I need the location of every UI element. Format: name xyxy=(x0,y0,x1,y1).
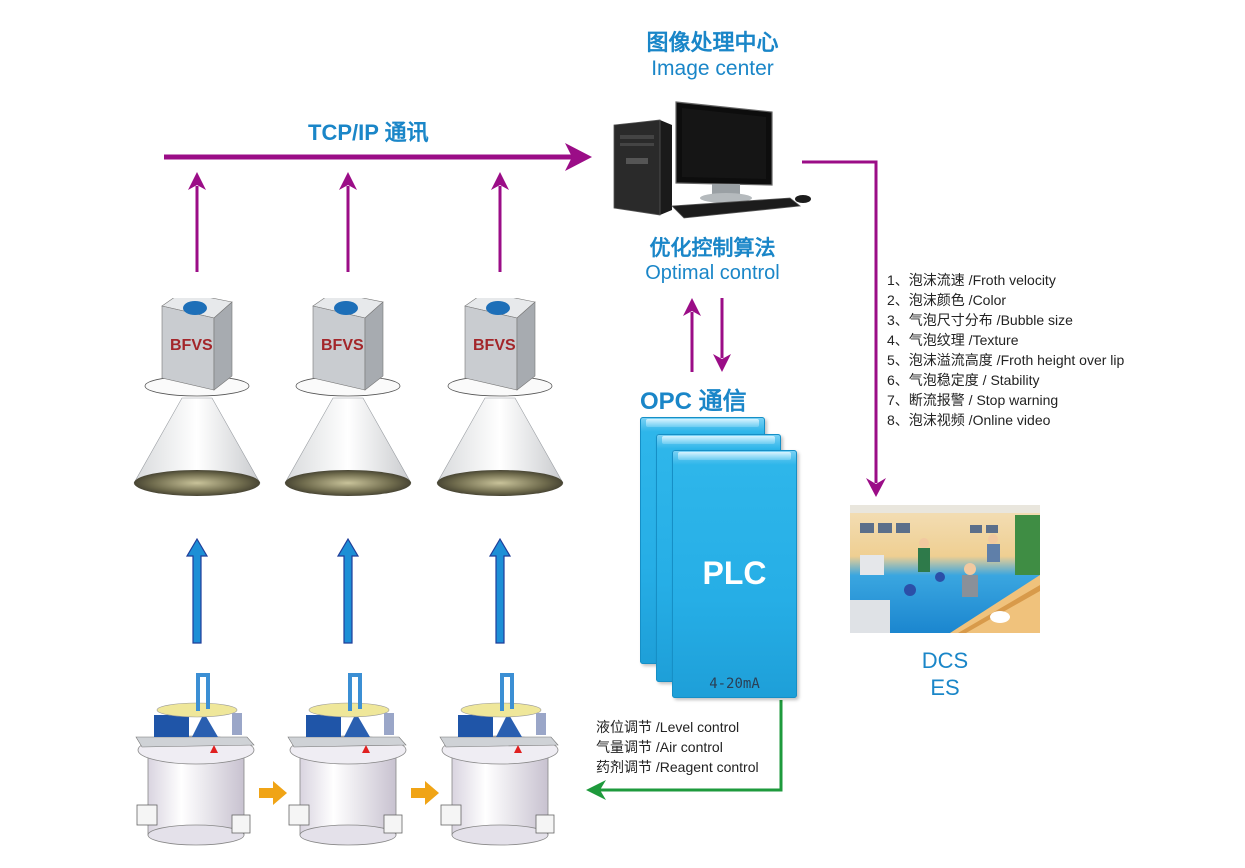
flotation-cell-illustration xyxy=(287,673,407,846)
camera-illustration: BFVS xyxy=(133,298,261,496)
flotation-cell-illustration xyxy=(135,673,255,846)
feature-item: 8、泡沫视频 /Online video xyxy=(887,412,1051,428)
cell-uplink-arrow-2 xyxy=(336,537,360,644)
feature-item: 6、气泡稳定度 / Stability xyxy=(887,372,1040,388)
camera-uplink-arrow-3 xyxy=(491,172,509,272)
opc-down-arrow xyxy=(713,298,731,372)
control-item: 液位调节 /Level control xyxy=(596,719,740,735)
opc-up-arrow xyxy=(683,298,701,372)
opc-label: OPC 通信 xyxy=(640,388,747,415)
dcs-feed-arrow xyxy=(802,160,886,497)
flow-arrow-1 xyxy=(259,781,287,805)
plc-card-front: PLC 4-20mA xyxy=(672,450,797,698)
control-item: 气量调节 /Air control xyxy=(596,739,723,755)
feature-list: 1、泡沫流速 /Froth velocity 2、泡沫颜色 /Color 3、气… xyxy=(887,270,1124,430)
bfvs-camera-2: BFVS xyxy=(283,298,413,503)
control-list: 液位调节 /Level control 气量调节 /Air control 药剂… xyxy=(596,717,759,777)
camera-label: BFVS xyxy=(321,337,364,354)
image-center-title-cn: 图像处理中心 xyxy=(646,30,779,55)
cell-uplink-arrow-1 xyxy=(185,537,209,644)
feature-item: 4、气泡纹理 /Texture xyxy=(887,332,1019,348)
camera-label: BFVS xyxy=(170,337,213,354)
plc-signal-label: 4-20mA xyxy=(709,676,760,692)
camera-uplink-arrow-2 xyxy=(339,172,357,272)
bfvs-camera-3: BFVS xyxy=(435,298,565,503)
flotation-cell-3 xyxy=(436,665,564,850)
camera-illustration: BFVS xyxy=(284,298,412,496)
optimal-control-title-en: Optimal control xyxy=(645,262,780,284)
plc-label: PLC xyxy=(702,555,767,591)
tcp-ip-label: TCP/IP 通讯 xyxy=(308,120,429,145)
dcs-label: DCS xyxy=(921,648,969,673)
camera-uplink-arrow-1 xyxy=(188,172,206,272)
control-item: 药剂调节 /Reagent control xyxy=(596,759,759,775)
flotation-cell-illustration xyxy=(439,673,559,846)
es-label: ES xyxy=(930,675,960,700)
feature-item: 2、泡沫颜色 /Color xyxy=(887,292,1007,308)
cell-uplink-arrow-3 xyxy=(488,537,512,644)
feature-item: 5、泡沫溢流高度 /Froth height over lip xyxy=(887,352,1125,368)
flotation-cell-1 xyxy=(132,665,260,850)
camera-illustration: BFVS xyxy=(436,298,564,496)
flow-arrow-2 xyxy=(411,781,439,805)
feature-item: 1、泡沫流速 /Froth velocity xyxy=(887,272,1056,288)
flotation-cell-2 xyxy=(284,665,412,850)
dcs-control-room-image xyxy=(850,505,1040,633)
bfvs-camera-1: BFVS xyxy=(132,298,262,503)
optimal-control-title-cn: 优化控制算法 xyxy=(649,237,776,260)
camera-label: BFVS xyxy=(473,337,516,354)
control-return-arrow xyxy=(586,700,783,800)
image-center-title-en: Image center xyxy=(651,57,774,80)
feature-item: 3、气泡尺寸分布 /Bubble size xyxy=(887,312,1073,328)
tcp-ip-arrow xyxy=(164,143,592,171)
feature-item: 7、断流报警 / Stop warning xyxy=(887,392,1059,408)
